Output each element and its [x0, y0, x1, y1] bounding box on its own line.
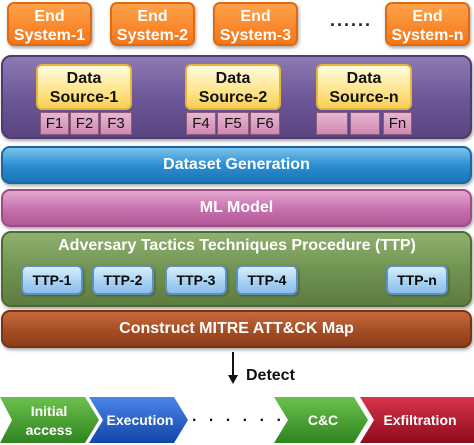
- feature-empty-2: [350, 112, 380, 135]
- data-source-2-line2: Source-2: [198, 89, 268, 106]
- tactics-ellipsis: . . . . . .: [192, 408, 285, 425]
- feature-f5: F5: [217, 112, 249, 135]
- initial-access-line1: Initial: [31, 403, 68, 419]
- detect-label: Detect: [246, 367, 295, 384]
- chevron-cc: [274, 397, 368, 443]
- ttp-n: TTP-n: [386, 265, 448, 295]
- ttp-4: TTP-4: [236, 265, 298, 295]
- end-system-n: End System-n: [385, 2, 470, 46]
- data-source-1-line2: Source-1: [49, 89, 119, 106]
- chevron-execution: [89, 397, 188, 443]
- detect-arrow: [228, 352, 238, 384]
- chevron-exfiltration: [360, 397, 474, 443]
- exfiltration-label: Exfiltration: [383, 412, 456, 428]
- mitre-map-band: Construct MITRE ATT&CK Map: [1, 310, 472, 348]
- feature-fn: Fn: [383, 112, 412, 135]
- execution-label: Execution: [107, 412, 174, 428]
- end-system-3-line1: End: [240, 8, 271, 25]
- end-system-1-line2: System-1: [13, 27, 86, 44]
- feature-f2: F2: [70, 112, 99, 135]
- ttp-1: TTP-1: [21, 265, 83, 295]
- end-system-2-line1: End: [137, 8, 168, 25]
- end-system-n-line1: End: [412, 8, 443, 25]
- end-system-n-line2: System-n: [391, 27, 464, 44]
- end-system-1-line1: End: [34, 8, 65, 25]
- cc-label: C&C: [308, 412, 338, 428]
- feature-f3: F3: [100, 112, 132, 135]
- data-source-1-line1: Data: [66, 70, 102, 87]
- ttp-2: TTP-2: [92, 265, 154, 295]
- end-system-3-line2: System-3: [219, 27, 292, 44]
- feature-f6: F6: [250, 112, 280, 135]
- ml-model-band: ML Model: [1, 189, 472, 227]
- end-system-1: End System-1: [7, 2, 92, 46]
- end-system-2-line2: System-2: [116, 27, 189, 44]
- data-source-1: Data Source-1: [36, 64, 132, 110]
- chevron-initial-access: [0, 397, 99, 443]
- tactics-chevrons: Initial access Execution C&C Exfiltratio…: [0, 397, 474, 443]
- feature-f1: F1: [40, 112, 69, 135]
- end-systems-ellipsis: ......: [330, 10, 373, 30]
- feature-f4: F4: [186, 112, 216, 135]
- end-system-3: End System-3: [213, 2, 298, 46]
- initial-access-line2: access: [26, 422, 73, 438]
- data-source-n-line1: Data: [346, 70, 382, 87]
- data-source-2: Data Source-2: [185, 64, 281, 110]
- data-source-n-line2: Source-n: [329, 89, 399, 106]
- data-source-n: Data Source-n: [316, 64, 412, 110]
- end-system-2: End System-2: [110, 2, 195, 46]
- dataset-generation-band: Dataset Generation: [1, 146, 472, 184]
- feature-empty-1: [316, 112, 348, 135]
- data-source-2-line1: Data: [215, 70, 251, 87]
- ttp-3: TTP-3: [165, 265, 227, 295]
- ttp-title: Adversary Tactics Techniques Procedure (…: [58, 237, 416, 254]
